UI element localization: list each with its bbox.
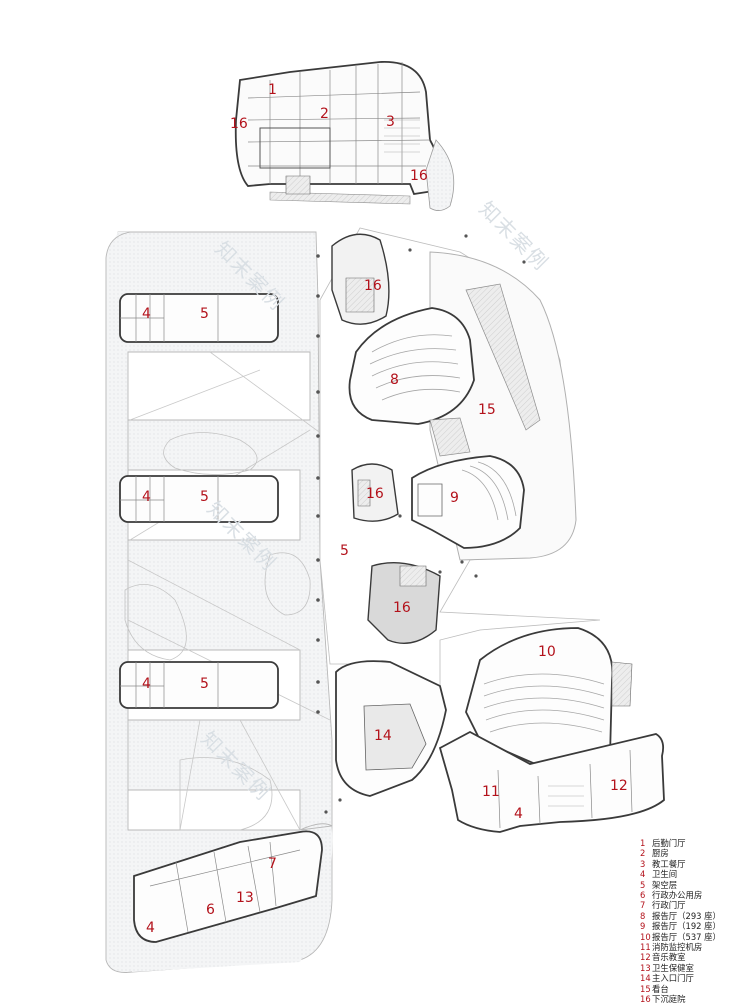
room-number: 16 [364,278,382,294]
room-number: 4 [142,489,151,505]
legend-item: 16下沉庭院 [640,994,752,1004]
legend-label: 消防监控机房 [652,942,703,953]
room-number: 14 [374,728,392,744]
room-number: 4 [146,920,155,936]
legend-number: 15 [640,983,651,994]
legend-number: 2 [640,848,646,859]
southwest-building [133,830,323,943]
lecture-hall-8 [348,307,475,425]
legend-item: 1 后勤门厅 [640,838,752,848]
room-number: 12 [610,778,628,794]
legend-item: 15看台 [640,984,752,994]
legend-label: 卫生间 [652,869,678,880]
legend-number: 10 [640,931,651,942]
room-number: 3 [386,114,395,130]
room-number: 5 [200,306,209,322]
room-number: 16 [366,486,384,502]
legend-number: 11 [640,942,651,953]
legend-item: 13卫生保健室 [640,963,752,973]
room-number: 2 [320,106,329,122]
room-number: 16 [410,168,428,184]
room-number: 6 [206,902,215,918]
room-number: 1 [268,82,277,98]
legend-item: 5 架空层 [640,880,752,890]
sunken-courtyards [331,233,441,644]
room-number: 16 [393,600,411,616]
room-number: 5 [200,676,209,692]
legend-label: 报告厅（293 座） [652,910,721,921]
lecture-hall-9 [411,455,525,549]
room-number: 10 [538,644,556,660]
west-wing-3 [119,661,279,709]
room-number: 4 [514,806,523,822]
legend-item: 8 报告厅（293 座） [640,911,752,921]
legend-number: 12 [640,952,651,963]
west-wing-2 [119,475,279,523]
room-number: 4 [142,306,151,322]
legend-item: 4 卫生间 [640,869,752,879]
legend-label: 主入口门厅 [652,973,694,984]
room-number: 15 [478,402,496,418]
legend-label: 教工餐厅 [652,858,686,869]
legend-label: 下沉庭院 [652,994,686,1005]
legend-item: 10报告厅（537 座） [640,932,752,942]
legend-label: 音乐教室 [652,952,686,963]
legend-number: 14 [640,973,651,984]
room-number: 5 [200,489,209,505]
main-entrance-14 [335,660,447,797]
legend-label: 厨房 [652,848,669,859]
room-numbers: 1 2 3 16 16 16 4 5 8 15 4 5 16 9 5 16 10… [142,82,628,936]
stand-15 [429,283,541,457]
room-number: 5 [340,543,349,559]
room-number: 16 [230,116,248,132]
room-number: 11 [482,784,500,800]
legend-label: 行政办公用房 [652,890,703,901]
legend-number: 4 [640,869,646,880]
legend-label: 架空层 [652,879,678,890]
east-block [438,730,665,833]
legend-item: 2 厨房 [640,848,752,858]
legend-label: 后勤门厅 [652,838,686,848]
room-number: 4 [142,676,151,692]
legend-number: 13 [640,962,651,973]
legend-number: 3 [640,858,646,869]
legend-number: 5 [640,879,646,890]
legend-label: 报告厅（537 座） [652,931,721,942]
legend-label: 行政门厅 [652,900,686,911]
legend-item: 9 报告厅（192 座） [640,921,752,931]
legend-item: 3 教工餐厅 [640,859,752,869]
legend-item: 12音乐教室 [640,952,752,962]
legend-number: 7 [640,900,646,911]
legend-number: 6 [640,890,646,901]
legend-label: 报告厅（192 座） [652,921,721,932]
legend-number: 1 [640,838,646,848]
legend-number: 9 [640,921,646,932]
legend-number: 8 [640,910,646,921]
legend-item: 14主入口门厅 [640,973,752,983]
north-building [234,61,455,211]
legend-label: 看台 [652,983,669,994]
legend-number: 16 [640,994,651,1005]
west-wing-1 [119,293,279,343]
room-number: 8 [390,372,399,388]
room-number: 9 [450,490,459,506]
legend-label: 卫生保健室 [652,962,694,973]
room-number: 13 [236,890,254,906]
room-number: 7 [268,856,277,872]
legend-item: 7 行政门厅 [640,900,752,910]
legend-item: 11消防监控机房 [640,942,752,952]
lecture-hall-10 [465,627,633,767]
legend-item: 6 行政办公用房 [640,890,752,900]
